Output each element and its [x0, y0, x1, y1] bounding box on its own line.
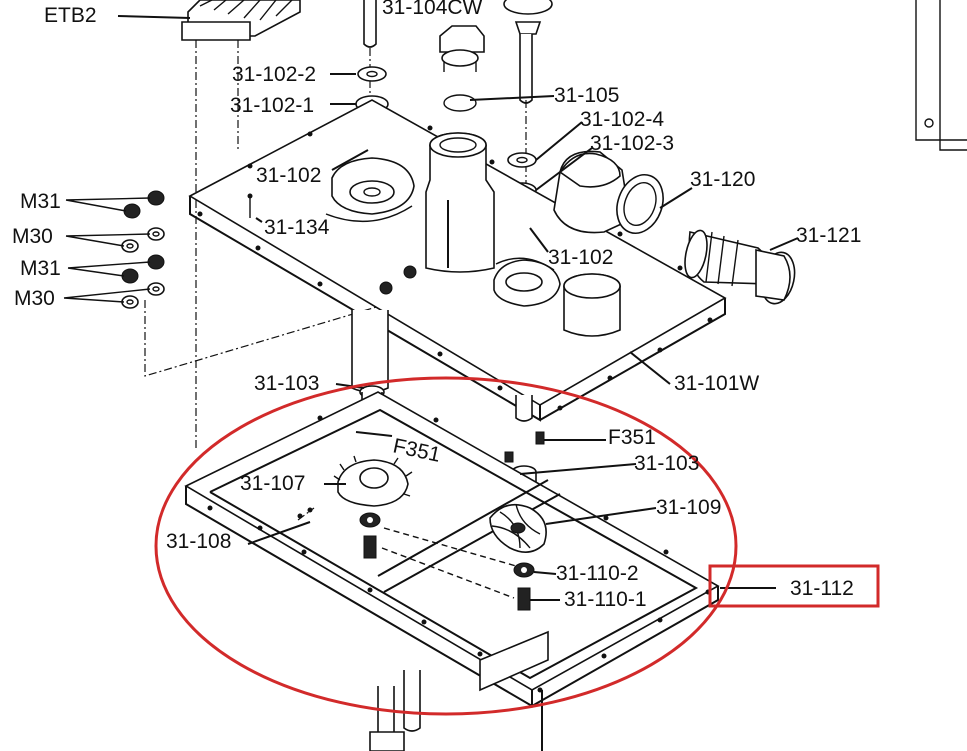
pump-housing [425, 132, 495, 273]
bottom-mounting [369, 630, 549, 751]
leader-lines [247, 73, 799, 601]
label-31-103-b: 31-103 [634, 452, 699, 475]
barb-31-121 [684, 229, 796, 305]
label-31-102-3: 31-102-3 [590, 132, 674, 155]
right-edge-bracket [915, 0, 967, 151]
volute-right [493, 257, 561, 307]
label-31-108: 31-108 [166, 530, 231, 553]
bolt-stack-right [513, 562, 535, 611]
part-labels: ETB2 31-104CW 31-102-2 31-102-1 31-105 3… [12, 0, 861, 611]
label-m30-a: M30 [12, 225, 53, 248]
etb2-connector [181, 0, 301, 41]
label-31-101w: 31-101W [674, 372, 759, 395]
label-31-112: 31-112 [790, 577, 854, 600]
label-31-120: 31-120 [690, 168, 755, 191]
label-m31-a: M31 [20, 190, 61, 213]
label-31-121: 31-121 [796, 224, 861, 247]
impeller-31-107 [333, 455, 413, 507]
hardware-m31-m30 [121, 190, 165, 309]
label-31-110-1: 31-110-1 [564, 588, 647, 611]
label-31-104cw: 31-104CW [382, 0, 483, 19]
label-31-102-2: 31-102-2 [232, 63, 316, 86]
label-m30-b: M30 [14, 287, 55, 310]
volute-left [325, 157, 415, 223]
label-31-134: 31-134 [264, 216, 330, 239]
top-shaft [363, 0, 377, 48]
alignment-dashes [381, 527, 517, 599]
bolt-stack-left [359, 512, 381, 559]
label-31-107: 31-107 [240, 472, 305, 495]
label-31-109: 31-109 [656, 496, 721, 519]
label-31-105: 31-105 [554, 84, 619, 107]
highlight-ellipse [154, 376, 738, 716]
plate-nuts [379, 265, 417, 295]
label-31-102-a: 31-102 [256, 164, 321, 187]
oring-31-105 [443, 94, 477, 112]
label-31-103-a: 31-103 [254, 372, 319, 395]
label-m31-b: M31 [20, 257, 61, 280]
label-31-102-b: 31-102 [548, 246, 613, 269]
top-right-stem [503, 0, 553, 250]
bottom-frame [184, 391, 720, 708]
hardware-leaders [63, 197, 151, 303]
label-31-102-1: 31-102-1 [230, 94, 314, 117]
impeller-31-109 [489, 503, 547, 553]
label-etb2: ETB2 [44, 4, 97, 27]
highlight-box-31-112 [708, 564, 880, 608]
label-31-110-2: 31-110-2 [556, 562, 639, 585]
label-31-102-4: 31-102-4 [580, 108, 664, 131]
cap-31-104cw [439, 25, 485, 72]
cylinder-part [563, 273, 621, 337]
elbow-31-120 [553, 150, 664, 234]
label-f351-b: F351 [608, 426, 656, 449]
etb2-leader [117, 15, 191, 19]
